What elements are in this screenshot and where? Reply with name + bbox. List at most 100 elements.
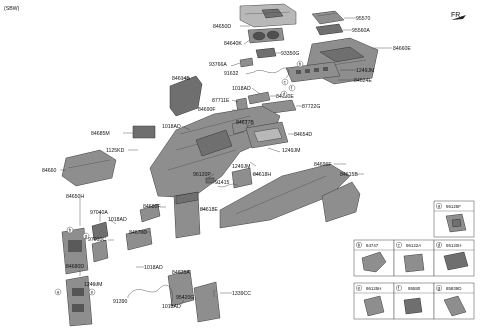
label-91632: 91632 (224, 71, 239, 77)
label-1018AD-bottom: 1018AD (162, 304, 181, 310)
bracket-84670d-part (125, 227, 153, 251)
label-95420G: 95420G (176, 295, 194, 301)
label-84640K: 84640K (224, 41, 242, 47)
inset-letter-c: c (398, 243, 401, 248)
inset-part-b (361, 251, 387, 273)
label-1249JM-right: 1249JM (232, 164, 250, 170)
inset-code-f: 95580 (408, 286, 421, 291)
model-code: (SBW) (4, 6, 20, 12)
label-93350G: 93350G (281, 51, 299, 57)
label-1018AD-left: 1018AD (108, 217, 127, 223)
label-97010C: 97010C (88, 237, 106, 243)
inset-grid: a 96125F b 84747 c 96122A d 95120H e 961… (353, 200, 475, 320)
inset-part-d (443, 251, 469, 271)
inset-letter-b: b (358, 243, 361, 248)
label-84615B: 84615B (340, 172, 358, 178)
cup-holder-part (247, 27, 285, 44)
label-84660: 84660 (42, 168, 57, 174)
label-84690F: 84690F (198, 107, 216, 113)
callout-a: a (57, 290, 60, 295)
pad-84685m-part (132, 125, 156, 139)
label-84680F: 84680F (143, 204, 161, 210)
label-84677B: 84677B (236, 120, 254, 126)
label-96120P: 96120P (193, 172, 211, 178)
rear-panel-part (65, 275, 93, 327)
part-labels: 84650D 84640K 95570 95560A 84660E 93350G… (42, 16, 411, 310)
bracket-95420g-part (193, 281, 221, 323)
inset-code-c: 96122A (406, 243, 421, 248)
label-87711E: 87711E (212, 98, 230, 104)
inset-part-c (403, 253, 425, 273)
bracket-84630e-part (247, 91, 271, 105)
label-1018AD-upper: 1018AD (232, 86, 251, 92)
label-1249JM-mid: 1249JM (282, 148, 300, 154)
label-97040A: 97040A (90, 210, 108, 216)
label-84654D: 84654D (294, 132, 312, 138)
label-84650H: 84650H (66, 194, 84, 200)
wireless-pad-part (315, 23, 344, 36)
storage-box-part (173, 191, 201, 239)
label-93766A: 93766A (209, 62, 227, 68)
front-direction-label: FR. (451, 12, 462, 19)
side-cover-front-part (169, 75, 203, 117)
label-1339CC: 1339CC (232, 291, 251, 297)
inset-code-d: 95120H (446, 243, 461, 248)
label-91415: 91415 (215, 180, 230, 186)
label-91390: 91390 (113, 299, 128, 305)
inset-code-g: 85839D (446, 286, 461, 291)
label-1125KD: 1125KD (106, 148, 125, 154)
label-84635A: 84635A (172, 270, 190, 276)
module-97010c-part (91, 239, 109, 263)
inset-letter-e: e (358, 286, 361, 291)
label-84670D: 84670D (129, 230, 147, 236)
inset-part-f (403, 297, 423, 315)
connector-96120p-part (205, 177, 215, 184)
inset-part-e (363, 295, 385, 317)
label-1018AD-mid: 1018AD (162, 124, 181, 130)
callout-f: f (291, 86, 293, 91)
label-84650D: 84650D (213, 24, 231, 30)
label-84685M: 84685M (91, 131, 110, 137)
inset-code-e: 96125H (366, 286, 381, 291)
control-panel-part (61, 227, 89, 275)
label-84696F: 84696F (314, 162, 332, 168)
callout-e: e (91, 290, 94, 295)
armrest-lid-part (61, 149, 117, 187)
frame-84654d-part (245, 121, 289, 149)
harness-91632-part (253, 67, 290, 79)
label-95570: 95570 (356, 16, 371, 22)
inset-code-b: 84747 (366, 243, 379, 248)
bracket-84618h-part (231, 167, 253, 189)
callout-b-top: b (299, 62, 302, 67)
callout-d: d (283, 92, 286, 97)
side-panel-rear-part (219, 163, 351, 229)
leader-lines (60, 17, 392, 307)
harness-91390-part (127, 284, 173, 307)
label-1249JM-top: 1249JM (356, 68, 374, 74)
shifter-bezel-part (239, 3, 297, 28)
module-97040a-part (91, 221, 109, 241)
inset-letter-d: d (438, 243, 441, 248)
label-84660E: 84660E (393, 46, 411, 52)
label-87722G: 87722G (302, 104, 320, 110)
label-84624E: 84624E (354, 78, 372, 84)
callout-b-left: b (69, 228, 72, 233)
callout-c: c (284, 80, 287, 85)
front-arrow-icon (451, 15, 466, 20)
tray-95570-part (311, 10, 345, 25)
trim-84615b-part (321, 181, 361, 223)
harness-91415-part (217, 183, 239, 188)
label-84618H: 84618H (253, 172, 271, 178)
label-1018AD-lower: 1018AD (144, 265, 163, 271)
inset-letter-a: a (438, 204, 441, 209)
switch-93766a-part (239, 57, 254, 68)
label-95560A: 95560A (352, 28, 370, 34)
inset-part-g (443, 295, 467, 317)
label-84630E: 84630E (276, 94, 294, 100)
label-84680D: 84680D (66, 264, 84, 270)
bracket-84635a-part (167, 269, 195, 307)
label-1249JM-lower: 1249JM (84, 282, 102, 288)
label-84618E: 84618E (200, 207, 218, 213)
inset-letter-g: g (438, 286, 441, 291)
